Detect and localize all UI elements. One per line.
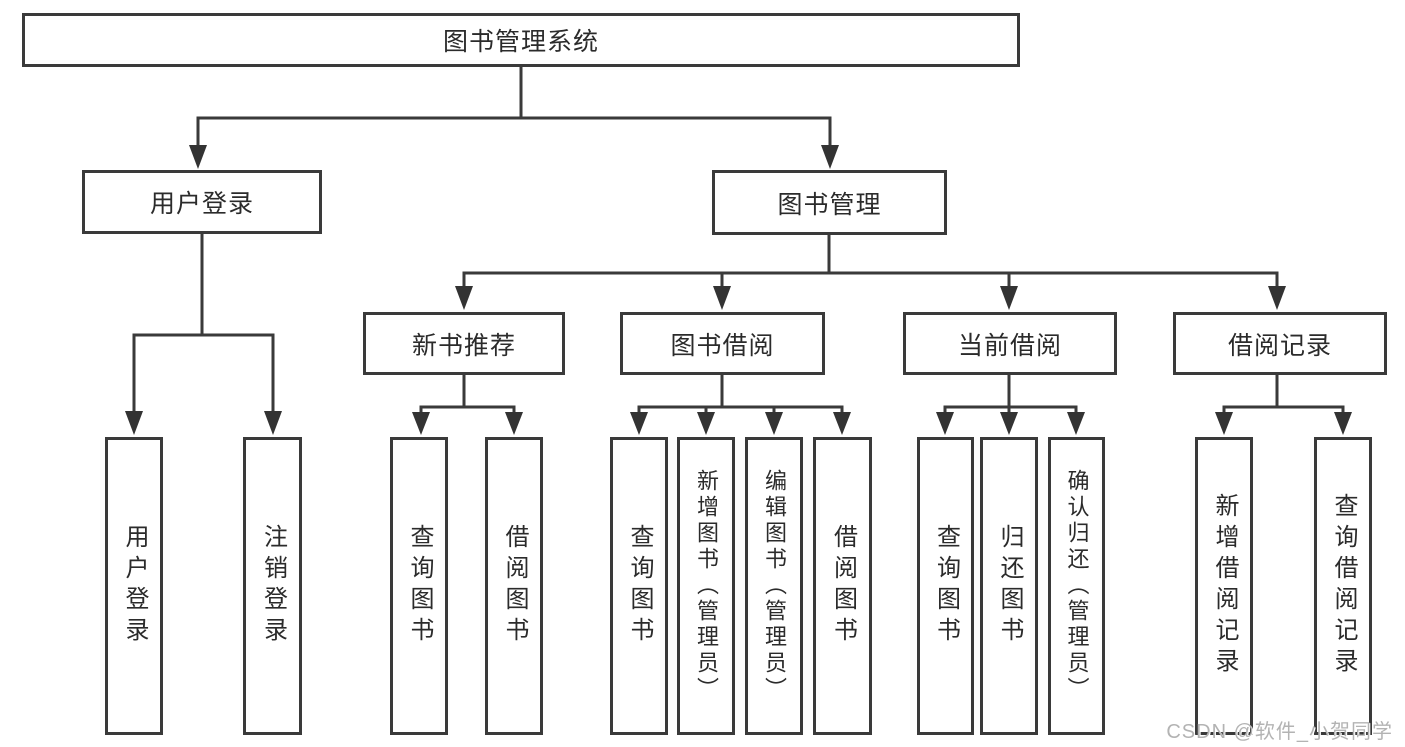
leaf-return-books-label: 归还图书 [996, 524, 1023, 648]
leaf-confirm-return-admin-label: 确认归还（管理员） [1064, 469, 1090, 703]
node-root: 图书管理系统 [22, 13, 1020, 67]
node-user-login: 用户登录 [82, 170, 322, 234]
leaf-edit-books-admin-label: 编辑图书（管理员） [762, 469, 787, 703]
leaf-return-books: 归还图书 [980, 437, 1038, 735]
connector-book-management [455, 234, 1286, 310]
leaf-query-books-borrow-label: 查询图书 [626, 524, 653, 648]
leaf-query-books-current-label: 查询图书 [932, 524, 960, 648]
leaf-borrow-books-label: 借阅图书 [829, 524, 857, 648]
leaf-query-books-borrow: 查询图书 [610, 437, 668, 735]
connector-current-borrow [936, 375, 1085, 435]
node-borrow-records: 借阅记录 [1173, 312, 1387, 375]
leaf-add-borrow-record-label: 新增借阅记录 [1211, 493, 1238, 679]
leaf-borrow-books-recommend-label: 借阅图书 [501, 524, 528, 648]
connector-borrow-records [1215, 375, 1352, 435]
watermark: CSDN @软件_小贺同学 [1166, 721, 1393, 743]
leaf-confirm-return-admin: 确认归还（管理员） [1048, 437, 1105, 735]
leaf-logout: 注销登录 [243, 437, 302, 735]
leaf-query-borrow-record-label: 查询借阅记录 [1330, 493, 1357, 679]
node-current-borrow: 当前借阅 [903, 312, 1117, 375]
leaf-query-books-current: 查询图书 [917, 437, 974, 735]
node-book-management: 图书管理 [712, 170, 947, 235]
node-root-label: 图书管理系统 [442, 28, 599, 56]
node-book-management-label: 图书管理 [777, 190, 882, 219]
leaf-query-books-recommend-label: 查询图书 [406, 524, 433, 648]
leaf-user-login-label: 用户登录 [121, 524, 148, 648]
connector-root [189, 67, 839, 169]
node-book-borrow-label: 图书借阅 [670, 331, 775, 360]
leaf-edit-books-admin: 编辑图书（管理员） [745, 437, 803, 735]
leaf-query-books-recommend: 查询图书 [390, 437, 448, 735]
leaf-borrow-books-recommend: 借阅图书 [485, 437, 543, 735]
leaf-query-borrow-record: 查询借阅记录 [1314, 437, 1372, 735]
leaf-borrow-books: 借阅图书 [813, 437, 872, 735]
leaf-logout-label: 注销登录 [259, 524, 287, 648]
node-user-login-label: 用户登录 [149, 190, 254, 218]
node-current-borrow-label: 当前借阅 [957, 331, 1062, 360]
leaf-add-books-admin-label: 新增图书（管理员） [694, 469, 719, 703]
connector-book-borrow [630, 375, 851, 435]
connector-user-login [125, 234, 282, 435]
leaf-add-books-admin: 新增图书（管理员） [677, 437, 735, 735]
node-book-borrow: 图书借阅 [620, 312, 825, 375]
node-new-book-recommend-label: 新书推荐 [411, 331, 516, 360]
leaf-add-borrow-record: 新增借阅记录 [1195, 437, 1253, 735]
connector-new-book-recommend [412, 375, 523, 435]
leaf-user-login: 用户登录 [105, 437, 163, 735]
node-new-book-recommend: 新书推荐 [363, 312, 565, 375]
node-borrow-records-label: 借阅记录 [1227, 331, 1332, 360]
